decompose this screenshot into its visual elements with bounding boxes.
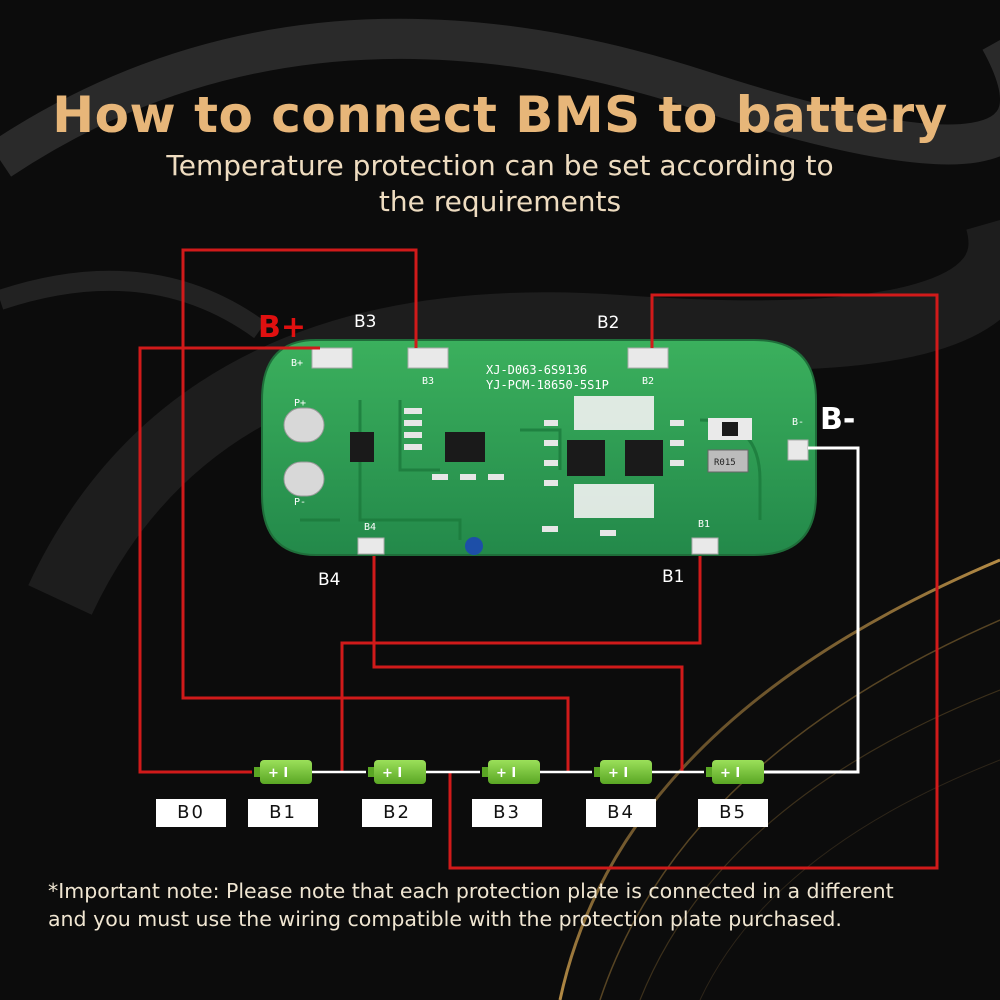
silk-b1: B1	[698, 519, 710, 530]
battery-cell-5: + I	[706, 760, 764, 784]
battery-cell-symbol: + I	[382, 766, 402, 781]
tag-b4: B4	[586, 799, 656, 827]
battery-cell-2: + I	[368, 760, 426, 784]
mosfet-right	[625, 440, 663, 476]
ntc-thermistor	[465, 537, 483, 555]
tag-b5: B5	[698, 799, 768, 827]
pad-b1	[691, 537, 719, 555]
silk-b2: B2	[642, 376, 654, 387]
label-b-minus: B-	[820, 402, 856, 437]
battery-cell-4: + I	[594, 760, 652, 784]
note-line-1: *Important note: Please note that each p…	[48, 879, 894, 903]
silk-bminus: B-	[792, 417, 804, 428]
silk-pplus: P+	[294, 398, 306, 409]
wires	[138, 248, 939, 870]
ic-chip	[445, 432, 485, 462]
pad-bminus	[787, 439, 809, 461]
label-b4: B4	[318, 570, 341, 590]
wire-b1	[340, 556, 702, 772]
subtitle-line-1: Temperature protection can be set accord…	[166, 149, 834, 182]
wire-b3	[181, 248, 570, 772]
pad-bplus	[311, 347, 353, 369]
label-b3: B3	[354, 312, 377, 332]
silk-model-2: YJ-PCM-18650-5S1P	[486, 378, 609, 392]
battery-cell-symbol: + I	[268, 766, 288, 781]
silk-pminus: P-	[294, 497, 306, 508]
silk-bplus: B+	[291, 358, 303, 369]
tag-b1: B1	[248, 799, 318, 827]
page-subtitle: Temperature protection can be set accord…	[150, 148, 850, 220]
tag-b0: B0	[156, 799, 226, 827]
pad-b4	[357, 537, 385, 555]
important-note: *Important note: Please note that each p…	[48, 877, 978, 933]
tag-b3: B3	[472, 799, 542, 827]
silk-model-1: XJ-D063-6S9136	[486, 363, 587, 377]
wire-b2	[448, 293, 939, 870]
bms-board: XJ-D063-6S9136 YJ-PCM-18650-5S1P B+ B3 B…	[261, 339, 817, 556]
label-b1: B1	[662, 567, 685, 587]
subtitle-line-2: the requirements	[378, 185, 622, 218]
pad-pminus	[283, 461, 325, 497]
pad-b2	[627, 347, 669, 369]
background-swirls	[0, 18, 1000, 1000]
mosfet-left	[567, 440, 605, 476]
silk-b4: B4	[364, 522, 376, 533]
wire-bminus	[764, 446, 860, 774]
battery-cell-symbol: + I	[496, 766, 516, 781]
pad-b3	[407, 347, 449, 369]
label-b2: B2	[597, 313, 620, 333]
shunt-resistor	[707, 449, 749, 473]
wire-b4	[372, 556, 684, 772]
battery-cell-1: + I	[254, 760, 312, 784]
tag-b2: B2	[362, 799, 432, 827]
silk-b3: B3	[422, 376, 434, 387]
battery-cell-symbol: + I	[608, 766, 628, 781]
label-b-plus: B+	[258, 310, 307, 345]
page-title: How to connect BMS to battery	[52, 86, 948, 144]
wire-bplus	[138, 346, 320, 774]
pad-pplus	[283, 407, 325, 443]
silk-r015: R015	[714, 458, 736, 468]
battery-cells: + I + I + I + I + I	[254, 760, 764, 784]
note-line-2: and you must use the wiring compatible w…	[48, 907, 842, 931]
battery-cell-3: + I	[482, 760, 540, 784]
battery-cell-symbol: + I	[720, 766, 740, 781]
